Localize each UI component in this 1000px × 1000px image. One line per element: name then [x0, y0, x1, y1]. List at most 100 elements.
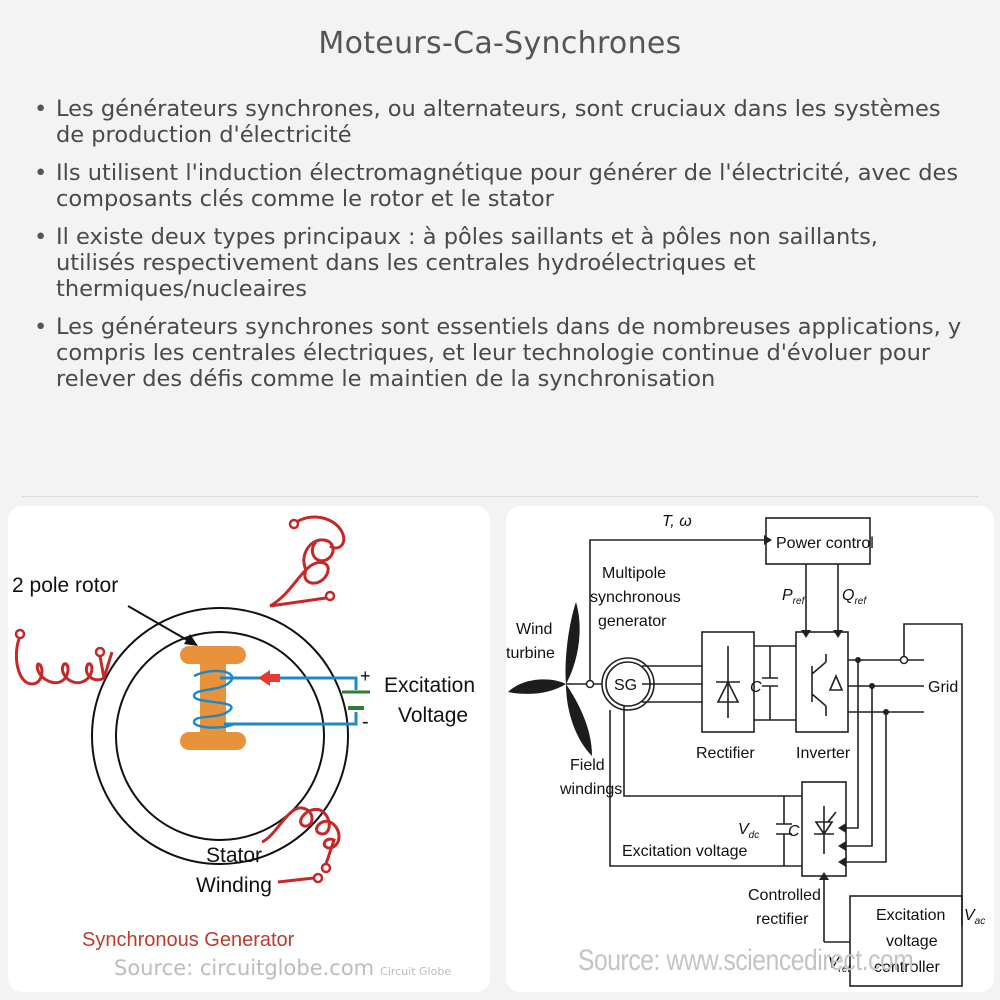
igbt-icon — [811, 654, 844, 716]
terminal-icon — [312, 872, 324, 884]
rectifier-label: Rectifier — [696, 745, 755, 762]
junction-dots — [855, 657, 889, 715]
measurement-node — [899, 655, 909, 665]
wind-label: Wind — [516, 621, 552, 638]
stator-outer-ring — [91, 607, 349, 865]
bullet-item: Les générateurs synchrones sont essentie… — [34, 314, 964, 392]
field-windings-line — [623, 706, 802, 797]
source-logo-text: Circuit Globe — [380, 965, 452, 978]
wind-turbine-block-diagram: T, ω Power control Pref Qref Multipole s… — [506, 506, 994, 992]
vac-feedback-line — [903, 623, 963, 890]
rotor-pole-top — [180, 646, 246, 664]
source-credit: Source: www.sciencedirect.com — [578, 944, 914, 977]
rectifier-feed-c — [846, 660, 859, 829]
rectifier-feed-a — [846, 686, 873, 847]
current-arrow-icon — [258, 670, 280, 686]
rectifier-feed-b — [846, 712, 887, 863]
qref-symbol: Q — [842, 587, 854, 604]
torque-speed-line — [589, 539, 764, 684]
controller-label-line2: voltage — [886, 933, 938, 950]
bullet-item: Il existe deux types principaux : à pôle… — [34, 224, 964, 302]
generator-output-lines — [642, 665, 702, 703]
terminal-icon — [320, 862, 332, 874]
excitation-voltage-line — [609, 710, 802, 867]
block-diagram: T, ω Power control Pref Qref Multipole s… — [506, 513, 985, 987]
vref-symbol: V — [828, 955, 840, 972]
terminal-icon — [288, 518, 300, 530]
grid-label: Grid — [928, 679, 958, 696]
turbine-label: turbine — [506, 645, 555, 662]
excitation-controller-box — [849, 895, 963, 987]
sg-label: SG — [614, 677, 637, 694]
rotor-pole-bottom — [180, 732, 246, 750]
bullet-item: Ils utilisent l'induction électromagnéti… — [34, 160, 964, 212]
t-omega-label: T, ω — [662, 513, 692, 530]
figure-caption: Synchronous Generator — [82, 929, 295, 951]
winding-label: Winding — [196, 874, 272, 897]
qref-label: Qref — [842, 587, 867, 607]
capacitor2-label: C — [788, 823, 800, 840]
stator-coil-left — [14, 635, 114, 686]
sg-inner-circle — [605, 661, 651, 707]
power-control-label: Power control — [776, 535, 874, 552]
capacitor-label: C — [750, 679, 762, 696]
generator-label-line3: generator — [598, 613, 667, 630]
arrowhead-icon — [838, 857, 846, 867]
junction-dot — [855, 657, 861, 663]
rotor-pointer — [127, 605, 195, 645]
stator-label: Stator — [206, 844, 262, 867]
dc-link-lines — [754, 645, 796, 721]
vref-label: Vref — [828, 955, 852, 975]
terminal-icon — [94, 646, 106, 658]
rectifier2-label: rectifier — [756, 911, 809, 928]
bullet-list: Les générateurs synchrones, ou alternate… — [34, 96, 964, 404]
qref-subscript: ref — [854, 596, 867, 607]
pref-symbol: P — [782, 587, 793, 604]
pref-label: Pref — [782, 587, 806, 607]
dc-capacitor — [762, 646, 778, 720]
arrowheads — [764, 535, 846, 880]
excitation-voltage-label: Excitation voltage — [622, 843, 748, 860]
generator-label-line1: Multipole — [602, 565, 666, 582]
vdc-symbol: V — [738, 821, 750, 838]
bullet-item: Les générateurs synchrones, ou alternate… — [34, 96, 964, 148]
excitation-label: Excitation — [384, 674, 475, 697]
section-divider — [22, 496, 978, 497]
stator-lead — [269, 596, 327, 608]
pointer-arrowhead-icon — [184, 634, 198, 646]
turbine-blades-icon — [508, 602, 592, 756]
thyristor-icon — [814, 806, 837, 854]
vac-subscript: ac — [975, 916, 986, 927]
minus-sign: - — [362, 711, 369, 733]
rectifier-box — [701, 631, 755, 733]
synchronous-generator-figure: + - 2 pole rotor Excitation Voltage Stat… — [8, 506, 490, 992]
controlled-label: Controlled — [748, 887, 821, 904]
pref-subscript: ref — [793, 596, 806, 607]
vac-label: Vac — [964, 907, 985, 927]
vdc-label: Vdc — [738, 821, 759, 841]
inverter-box — [795, 631, 849, 733]
junction-dot — [869, 683, 875, 689]
arrowhead-icon — [838, 823, 846, 833]
generator-label-line2: synchronous — [590, 589, 681, 606]
stator-coil-bottom — [261, 806, 341, 884]
windings-label: windings — [559, 781, 622, 798]
terminal-icon — [324, 590, 336, 602]
rotor-core — [200, 662, 226, 734]
controller-label-line1: Excitation — [876, 907, 945, 924]
grid-lines — [848, 659, 924, 713]
synchronous-generator-diagram: + - 2 pole rotor Excitation Voltage Stat… — [12, 515, 475, 951]
terminal-icon — [14, 628, 26, 640]
page-title: Moteurs-Ca-Synchrones — [318, 26, 682, 61]
plus-sign: + — [360, 666, 371, 686]
excitation-capacitor — [776, 796, 792, 866]
rotor-label: 2 pole rotor — [12, 574, 118, 597]
controller-label-line3: controller — [874, 959, 940, 976]
inverter-label: Inverter — [796, 745, 851, 762]
field-label: Field — [570, 757, 605, 774]
shaft-node — [585, 679, 595, 689]
voltage-label: Voltage — [398, 704, 468, 727]
vdc-subscript: dc — [749, 830, 760, 841]
vref-subscript: ref — [839, 964, 852, 975]
